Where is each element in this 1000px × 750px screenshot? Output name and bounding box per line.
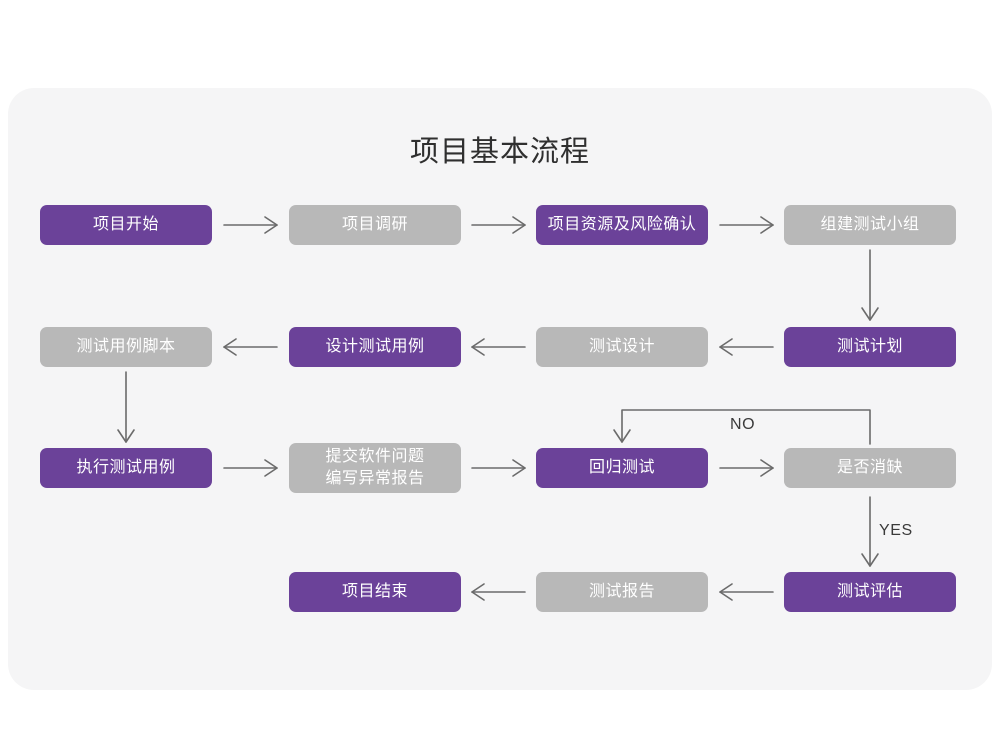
node-label: 测试用例脚本 (76, 338, 176, 355)
node-label: 测试评估 (836, 583, 903, 600)
page-title: 项目基本流程 (409, 136, 590, 168)
node-label: 组建测试小组 (820, 216, 920, 233)
node-execute-test-case[interactable]: 执行测试用例 (40, 448, 212, 488)
node-label: 提交软件问题 (325, 448, 425, 465)
node-project-end[interactable]: 项目结束 (289, 572, 461, 612)
node-label: 项目调研 (341, 216, 408, 233)
node-design-test-case[interactable]: 设计测试用例 (289, 327, 461, 367)
node-defect-resolved[interactable]: 是否消缺 (784, 448, 956, 488)
node-project-research[interactable]: 项目调研 (289, 205, 461, 245)
node-label: 是否消缺 (836, 459, 903, 476)
edge-label-no: NO (730, 416, 756, 433)
node-test-report[interactable]: 测试报告 (536, 572, 708, 612)
node-label: 回归测试 (588, 459, 655, 476)
node-label: 设计测试用例 (325, 338, 425, 355)
node-form-test-team[interactable]: 组建测试小组 (784, 205, 956, 245)
node-test-design[interactable]: 测试设计 (536, 327, 708, 367)
node-test-evaluation[interactable]: 测试评估 (784, 572, 956, 612)
node-project-start[interactable]: 项目开始 (40, 205, 212, 245)
node-test-case-script[interactable]: 测试用例脚本 (40, 327, 212, 367)
node-label: 项目资源及风险确认 (547, 216, 697, 233)
node-resource-risk-confirm[interactable]: 项目资源及风险确认 (536, 205, 708, 245)
node-test-plan[interactable]: 测试计划 (784, 327, 956, 367)
node-label: 项目开始 (92, 216, 159, 233)
node-submit-issue-report[interactable]: 提交软件问题 编写异常报告 (289, 443, 461, 493)
node-label: 测试计划 (836, 338, 903, 355)
edge-label-yes: YES (879, 522, 913, 539)
node-label: 测试设计 (588, 338, 655, 355)
node-label: 测试报告 (588, 583, 655, 600)
node-label-line2: 编写异常报告 (325, 470, 425, 487)
node-label: 项目结束 (341, 583, 408, 600)
node-regression-test[interactable]: 回归测试 (536, 448, 708, 488)
node-label: 执行测试用例 (76, 459, 176, 476)
